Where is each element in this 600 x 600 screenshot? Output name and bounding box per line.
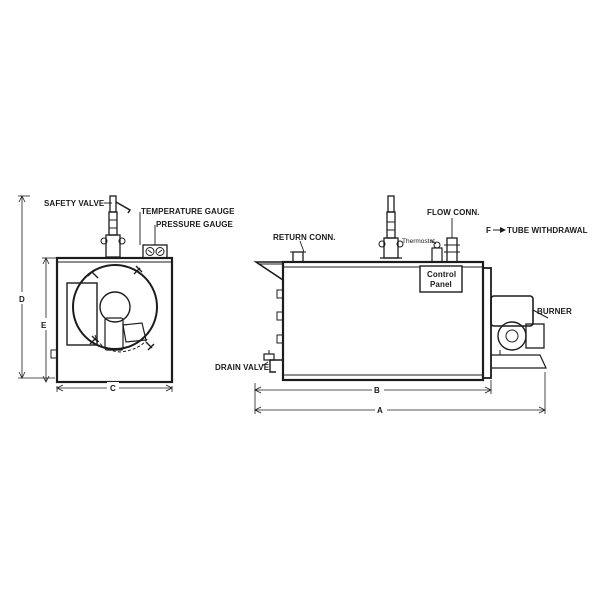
burner-label: BURNER — [537, 307, 572, 316]
dimension-b: B — [254, 380, 492, 414]
rear-smokebox — [253, 261, 284, 282]
dimension-e: E — [40, 257, 57, 383]
thermostat — [431, 241, 443, 263]
dimension-d: D — [17, 195, 55, 379]
flow-connection — [444, 218, 460, 263]
dimension-e-label: E — [41, 321, 47, 330]
pressure-gauge-label: PRESSURE GAUGE — [156, 220, 234, 229]
control-panel-label-line2: Panel — [430, 280, 452, 289]
arrow-right-icon — [500, 227, 506, 233]
dimension-a: A — [254, 372, 546, 416]
drain-valve-label: DRAIN VALVE — [215, 363, 270, 372]
flow-conn-label: FLOW CONN. — [427, 208, 480, 217]
return-connection — [290, 240, 306, 263]
front-door-circle — [72, 264, 158, 350]
temperature-gauge-label: TEMPERATURE GAUGE — [141, 207, 235, 216]
dimension-f-label: F — [486, 226, 491, 235]
front-view: SAFETY VALVE TEMPERATURE GAUGE PRESSURE … — [17, 195, 235, 394]
drain-valve — [263, 350, 283, 373]
safety-valve-label: SAFETY VALVE — [44, 199, 105, 208]
dimension-a-label: A — [377, 406, 383, 415]
side-view: Control Panel RETURN CONN. FLOW CONN. Th… — [215, 195, 588, 416]
gauge-panel — [142, 244, 168, 259]
front-plate — [482, 267, 492, 379]
front-door-frame — [66, 282, 98, 346]
dimension-d-label: D — [19, 295, 25, 304]
safety-valve — [100, 195, 132, 258]
dimension-f: F TUBE WITHDRAWAL — [486, 226, 588, 235]
burner — [490, 295, 549, 369]
return-conn-label: RETURN CONN. — [273, 233, 336, 242]
tube-withdrawal-label: TUBE WITHDRAWAL — [507, 226, 588, 235]
dimension-b-label: B — [374, 386, 380, 395]
dimension-c-label: C — [110, 384, 116, 393]
thermostat-label: Thermostat — [402, 238, 435, 245]
control-panel: Control Panel — [419, 265, 463, 293]
dimension-c: C — [56, 382, 173, 394]
flue-circle — [99, 291, 131, 323]
control-panel-label-line1: Control — [427, 270, 456, 279]
side-safety-valve — [378, 195, 404, 259]
